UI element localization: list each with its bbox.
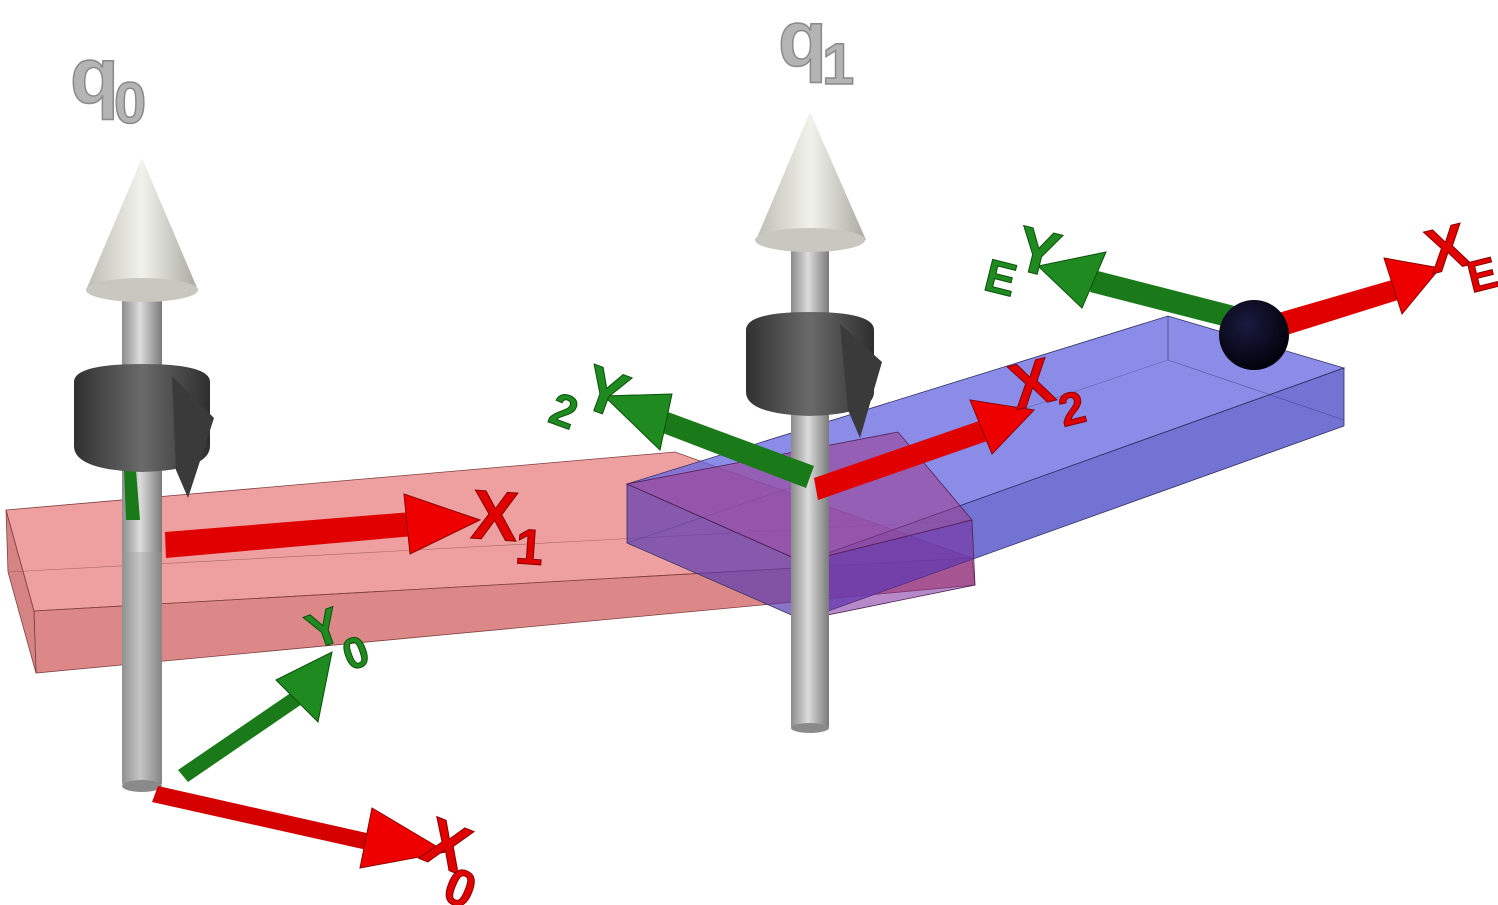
svg-text:E: E: [980, 249, 1022, 307]
axis-label-x1: X 1: [468, 475, 546, 577]
svg-text:q: q: [778, 0, 827, 83]
svg-text:1: 1: [514, 518, 546, 576]
x2-axis-arrow: [814, 399, 1036, 500]
svg-text:0: 0: [114, 71, 146, 136]
y1-axis-arrow-hidden: [124, 470, 140, 520]
y2-axis-arrow: [602, 393, 814, 488]
axis-label-ye: Y E: [979, 211, 1068, 307]
axis-label-y2: Y 2: [543, 350, 639, 440]
joint-q1-arrow-head: [755, 112, 866, 252]
axis-label-xe: X E: [1418, 210, 1498, 303]
end-effector-sphere-icon: [1219, 300, 1289, 370]
axis-label-y0: Y 0: [298, 596, 376, 681]
svg-text:1: 1: [822, 32, 854, 97]
x1-axis-arrow: [165, 493, 482, 558]
ye-axis-arrow: [1036, 251, 1258, 334]
svg-text:Y: Y: [299, 596, 350, 660]
x0-axis-arrow: [152, 786, 448, 869]
xe-axis-arrow: [1254, 257, 1441, 344]
axis-label-x0: X 0: [412, 802, 484, 905]
joint-label-q0: q 0: [69, 30, 147, 137]
svg-text:X: X: [469, 475, 521, 556]
joint-label-q1: q 1: [777, 0, 855, 98]
svg-text:q: q: [70, 31, 119, 120]
rotation-arrow-icon: [74, 364, 214, 498]
svg-text:E: E: [1462, 248, 1498, 303]
joint-q0-arrow-head: [86, 158, 198, 302]
rotation-arrow-icon: [746, 312, 882, 438]
y0-axis-arrow: [178, 651, 333, 782]
